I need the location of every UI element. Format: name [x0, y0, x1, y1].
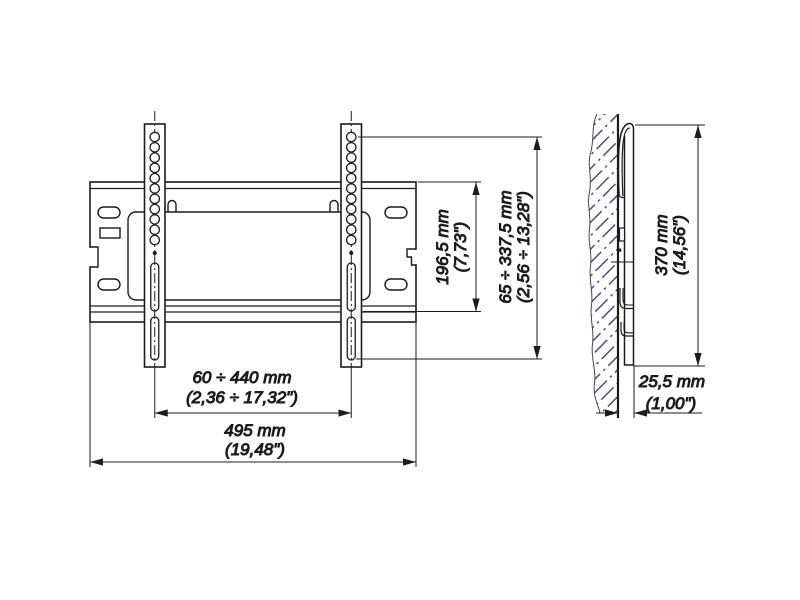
- rail-pin: [349, 251, 354, 255]
- plate-slot: [384, 206, 408, 219]
- tv-rail-right: [340, 111, 363, 368]
- side-view: 370 mm (14,56") 25,5 mm (1,00"): [588, 113, 706, 418]
- wall-section: [588, 113, 620, 418]
- dim-plate-height-metric: 196,5 mm: [433, 209, 452, 285]
- profile-hook: [620, 322, 634, 337]
- plate-recess: [127, 211, 371, 301]
- front-view: 196,5 mm (7,73") 65 ÷ 337,5 mm (2,56 ÷ 1…: [88, 111, 542, 467]
- dim-overall-width: [89, 322, 417, 467]
- dim-hole-pattern-width: [154, 367, 352, 418]
- plate-slot: [97, 206, 121, 219]
- wall-plate: [88, 181, 418, 323]
- dim-mount-height-range-imperial: (2,56 ÷ 13,28"): [514, 191, 533, 303]
- tv-rail-left: [143, 111, 166, 368]
- plate-notch-right: [406, 248, 416, 266]
- dim-hole-pattern-width-imperial: (2,36 ÷ 17,32"): [186, 388, 298, 407]
- dim-overall-width-imperial: (19,48"): [225, 440, 285, 459]
- dim-overall-height: [633, 124, 705, 367]
- dim-hole-pattern-width-metric: 60 ÷ 440 mm: [192, 368, 291, 387]
- dim-overall-height-imperial: (14,56"): [670, 215, 689, 275]
- rail-slot: [150, 316, 160, 361]
- plate-slot: [97, 278, 121, 291]
- dim-wall-distance: [596, 365, 702, 418]
- mount-profile: [611, 122, 635, 366]
- plate-hook-left: [167, 199, 177, 212]
- dim-overall-width-metric: 495 mm: [224, 421, 285, 440]
- dim-mount-height-range-metric: 65 ÷ 337,5 mm: [496, 190, 515, 303]
- dim-overall-height-metric: 370 mm: [652, 214, 671, 275]
- rail-slot: [346, 262, 356, 312]
- profile-hook: [618, 188, 625, 199]
- dim-plate-height: [363, 181, 481, 312]
- rail-pin: [152, 251, 157, 255]
- rail-holes: [149, 131, 161, 246]
- rail-slot: [346, 316, 356, 361]
- plate-slot: [384, 278, 408, 291]
- dim-wall-distance-metric: 25,5 mm: [638, 372, 705, 391]
- plate-notch-left: [90, 246, 99, 268]
- plate-hook-right: [329, 199, 339, 212]
- profile-top-hook: [617, 122, 635, 197]
- rail-slot: [150, 262, 160, 312]
- dim-mount-height-range: [356, 136, 542, 360]
- wall-break-line: [588, 113, 601, 414]
- dim-plate-height-imperial: (7,73"): [451, 222, 470, 272]
- profile-tab: [618, 227, 626, 242]
- profile-hook: [619, 288, 634, 310]
- rail-holes: [345, 131, 357, 246]
- dim-wall-distance-imperial: (1,00"): [646, 394, 696, 413]
- profile-pin: [618, 248, 622, 252]
- plate-slot: [99, 227, 121, 239]
